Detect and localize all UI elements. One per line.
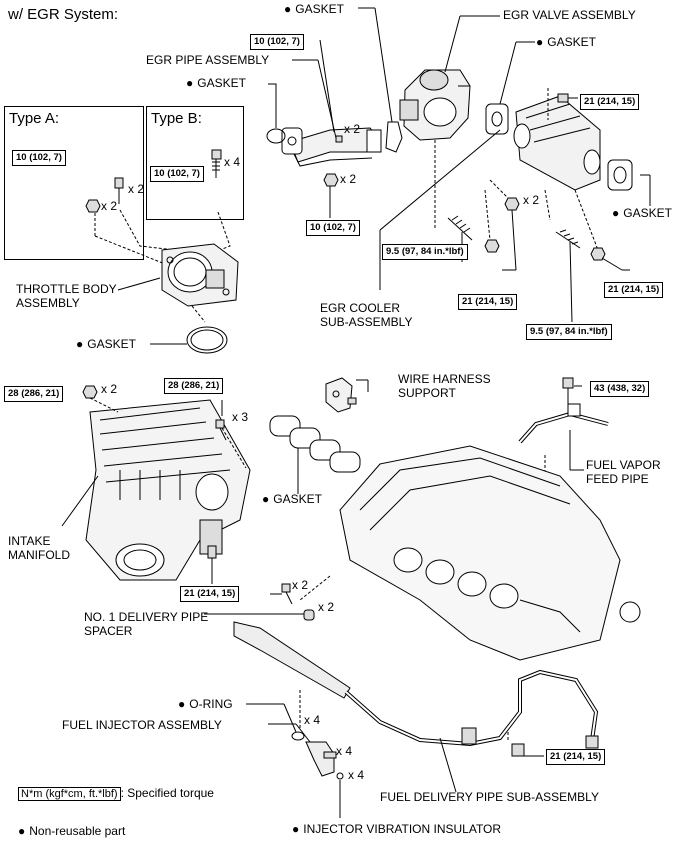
egr-cooler-gasket-label: GASKET — [536, 35, 596, 49]
type-a-title: Type A: — [9, 110, 60, 127]
delivery-pipe-bolt-torque: 21 (214, 15) — [546, 749, 606, 765]
intake-manifold-drawing — [85, 399, 251, 581]
type-a-torque: 10 (102, 7) — [12, 150, 66, 166]
injector-qty: x 4 — [336, 744, 353, 758]
type-b-torque: 10 (102, 7) — [150, 166, 204, 182]
fuel-vapor-bolt-torque: 43 (438, 32) — [590, 381, 650, 397]
type-a-nut-qty: x 2 — [101, 199, 118, 213]
fuel-delivery-pipe-drawing — [233, 621, 599, 749]
manifold-stud-torque: 21 (214, 15) — [180, 586, 240, 602]
delivery-pipe-spacer-icon — [303, 609, 315, 621]
cooler-stud-right-icon — [555, 229, 581, 249]
torque-legend: N*m (kgf*cm, ft.*lbf): Specified torque — [18, 786, 214, 801]
page-title: w/ EGR System: — [8, 6, 119, 23]
egr-pipe-gasket-left — [266, 128, 286, 144]
throttle-body-label: THROTTLE BODY ASSEMBLY — [16, 282, 117, 310]
injector-insulator-icon — [336, 772, 344, 780]
egr-valve-drawing — [399, 69, 471, 141]
egr-valve-gasket-label: GASKET — [284, 2, 344, 16]
egr-pipe-label: EGR PIPE ASSEMBLY — [146, 53, 270, 67]
manifold-nut-qty: x 2 — [101, 382, 118, 396]
torque-legend-unit: N*m (kgf*cm, ft.*lbf) — [18, 787, 121, 801]
fuel-vapor-pipe-drawing — [518, 377, 609, 444]
cooler-bolt-top-icon — [557, 93, 569, 103]
fuel-injector-label: FUEL INJECTOR ASSEMBLY — [62, 718, 222, 732]
egr-cooler-label: EGR COOLER SUB-ASSEMBLY — [320, 301, 413, 329]
cooler-stud-left-torque: 9.5 (97, 84 in.*lbf) — [382, 244, 468, 260]
fuel-vapor-label: FUEL VAPOR FEED PIPE — [586, 458, 661, 486]
manifold-bolt-icon — [215, 419, 227, 441]
manifold-bolt-qty: x 3 — [232, 410, 249, 424]
non-reusable-legend: Non-reusable part — [18, 824, 125, 838]
type-a-bolt-icon — [114, 177, 124, 204]
type-b-qty: x 4 — [224, 155, 241, 169]
type-a-bolt-qty: x 2 — [128, 182, 145, 196]
throttle-gasket-label: GASKET — [76, 337, 136, 351]
cooler-nut-torque: 21 (214, 15) — [458, 294, 518, 310]
o-ring-label: O-RING — [178, 697, 232, 711]
cooler-nut-left-icon — [484, 239, 500, 253]
engine-head-drawing — [339, 445, 641, 661]
throttle-gasket-ring — [186, 326, 228, 354]
o-ring-qty: x 4 — [304, 713, 321, 727]
throttle-body-drawing — [161, 243, 239, 307]
egr-cooler-gasket-right — [607, 159, 633, 191]
egr-pipe-bolt-qty: x 2 — [344, 122, 361, 136]
fuel-injector-drawing — [305, 741, 337, 777]
intake-manifold-label: INTAKE MANIFOLD — [8, 534, 71, 562]
delivery-pipe-bolt-icon — [511, 743, 525, 757]
insulator-qty: x 4 — [348, 768, 365, 782]
type-a-nut-icon — [85, 199, 101, 213]
cooler-stud-right-torque: 9.5 (97, 84 in.*lbf) — [526, 324, 612, 340]
egr-pipe-drawing — [281, 127, 382, 167]
insulator-label: INJECTOR VIBRATION INSULATOR — [292, 822, 501, 836]
cooler-nut-right-torque: 21 (214, 15) — [604, 282, 664, 298]
egr-pipe-bolt-torque: 10 (102, 7) — [250, 34, 304, 50]
cooler-nut-qty: x 2 — [523, 193, 540, 207]
egr-pipe-nut-qty: x 2 — [340, 172, 357, 186]
manifold-bolt-torque: 28 (286, 21) — [164, 378, 224, 394]
type-b-bolt-icon — [211, 149, 222, 178]
manifold-stud-icon — [207, 545, 217, 559]
cooler-nut-right-icon — [590, 247, 606, 261]
egr-cooler-gasket-left — [485, 103, 509, 135]
fuel-delivery-pipe-label: FUEL DELIVERY PIPE SUB-ASSEMBLY — [380, 790, 599, 804]
manifold-gasket-drawing — [269, 415, 361, 473]
wire-harness-support-drawing — [325, 377, 357, 413]
type-b-title: Type B: — [151, 110, 202, 127]
type-b-panel: Type B: — [146, 106, 244, 220]
egr-pipe-nut-icon — [323, 173, 339, 187]
cooler-bolt-top-torque: 21 (214, 15) — [580, 94, 640, 110]
type-a-panel: Type A: — [4, 106, 144, 260]
cooler-stud-left-icon — [447, 215, 473, 241]
egr-pipe-bolt-icon — [335, 135, 343, 143]
egr-pipe-nut-torque: 10 (102, 7) — [306, 220, 360, 236]
spacer-qty: x 2 — [318, 600, 335, 614]
o-ring-icon — [291, 731, 305, 741]
wire-harness-label: WIRE HARNESS SUPPORT — [398, 372, 491, 400]
cooler-nut-icon — [504, 197, 520, 211]
manifold-nut-icon — [82, 385, 98, 399]
egr-pipe-gasket-label: GASKET — [186, 76, 246, 90]
spacer-bolt-qty: x 2 — [292, 578, 309, 592]
egr-cooler-gasket-right-label: GASKET — [612, 206, 672, 220]
torque-legend-desc: : Specified torque — [120, 786, 214, 800]
delivery-spacer-label: NO. 1 DELIVERY PIPE SPACER — [84, 610, 209, 638]
spacer-bolt-icon — [281, 583, 293, 605]
egr-valve-label: EGR VALVE ASSEMBLY — [503, 8, 636, 22]
manifold-gasket-label: GASKET — [262, 492, 322, 506]
egr-cooler-drawing — [513, 95, 601, 191]
egr-valve-gasket — [385, 121, 403, 153]
manifold-nut-torque: 28 (286, 21) — [4, 386, 64, 402]
